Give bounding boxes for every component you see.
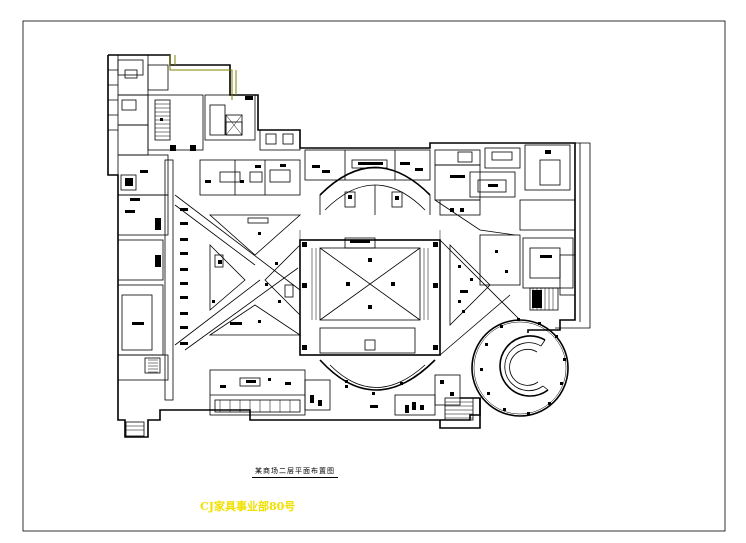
diagonal-corridors — [174, 194, 521, 356]
north-shop-row — [199, 144, 571, 196]
central-atrium — [299, 166, 441, 395]
rotunda — [471, 318, 569, 417]
drawing-title: 某商场二层平面布置图 — [252, 467, 338, 478]
north-service-block — [147, 94, 301, 151]
watermark-stamp: CJ家具事业部80号 — [200, 500, 296, 513]
stair-lines — [169, 55, 237, 100]
east-blocks — [434, 164, 576, 311]
west-rooms — [117, 54, 188, 437]
south-shops — [209, 369, 474, 421]
sheet-border — [22, 20, 726, 532]
